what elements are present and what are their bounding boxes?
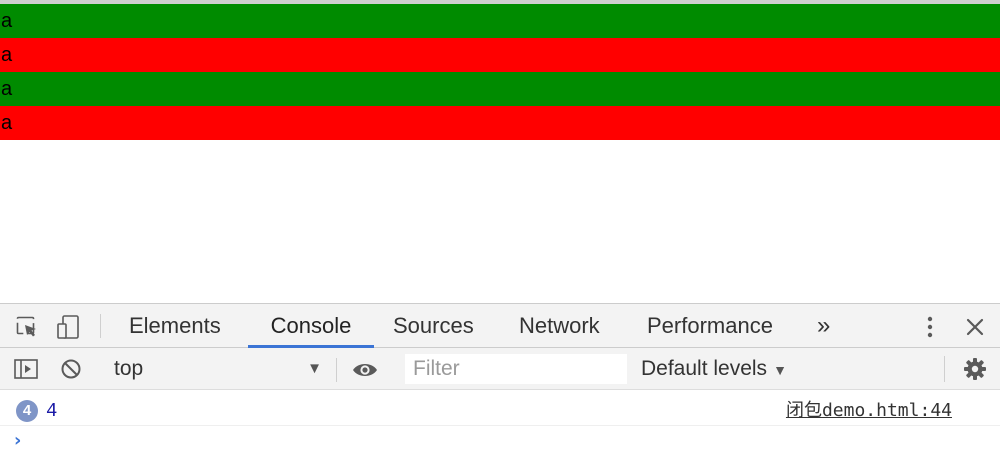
console-output: 4 4 闭包demo.html:44 ›	[0, 390, 1000, 463]
green-row-2: a	[0, 72, 1000, 106]
tabbar-divider	[100, 314, 101, 338]
tab-console[interactable]: Console	[248, 304, 374, 348]
inspect-element-icon[interactable]	[14, 314, 40, 340]
green-row-1: a	[0, 4, 1000, 38]
caret-down-icon: ▼	[773, 362, 787, 378]
console-message: 4 4 闭包demo.html:44	[0, 396, 1000, 426]
eye-icon[interactable]	[350, 357, 380, 383]
console-prompt[interactable]: ›	[14, 430, 22, 451]
console-toolbar: top ▼ Default levels ▼	[0, 348, 1000, 390]
tab-network[interactable]: Network	[519, 313, 600, 338]
devtools-tab-bar: Elements Console Sources Network Perform…	[0, 304, 1000, 348]
close-icon[interactable]	[962, 314, 988, 340]
tab-sources[interactable]: Sources	[393, 313, 474, 338]
repeat-count-badge: 4	[16, 400, 38, 422]
tab-performance[interactable]: Performance	[647, 313, 773, 338]
filter-input[interactable]	[405, 354, 627, 384]
devtools-panel: Elements Console Sources Network Perform…	[0, 303, 1000, 463]
page-viewport: a a a a	[0, 0, 1000, 140]
log-levels-dropdown[interactable]: Default levels ▼	[641, 352, 787, 386]
toolbar-divider-2	[944, 356, 945, 382]
tab-elements[interactable]: Elements	[129, 313, 221, 338]
log-levels-label: Default levels	[641, 357, 768, 380]
more-options-icon[interactable]	[920, 314, 940, 340]
viewport-top-border	[0, 0, 1000, 4]
clear-console-icon[interactable]	[58, 356, 84, 382]
context-value: top	[114, 357, 144, 380]
red-row-2: a	[0, 106, 1000, 140]
red-row-1: a	[0, 38, 1000, 72]
device-toolbar-icon[interactable]	[54, 313, 82, 341]
more-tabs-button[interactable]: »	[817, 312, 831, 339]
message-value: 4	[46, 400, 58, 422]
gear-icon[interactable]	[961, 356, 989, 382]
context-selector[interactable]: top ▼	[100, 352, 328, 386]
sidebar-toggle-icon[interactable]	[12, 356, 40, 382]
chevron-down-icon: ▼	[307, 360, 322, 377]
toolbar-divider-1	[336, 358, 337, 382]
message-source-link[interactable]: 闭包demo.html:44	[785, 400, 952, 421]
